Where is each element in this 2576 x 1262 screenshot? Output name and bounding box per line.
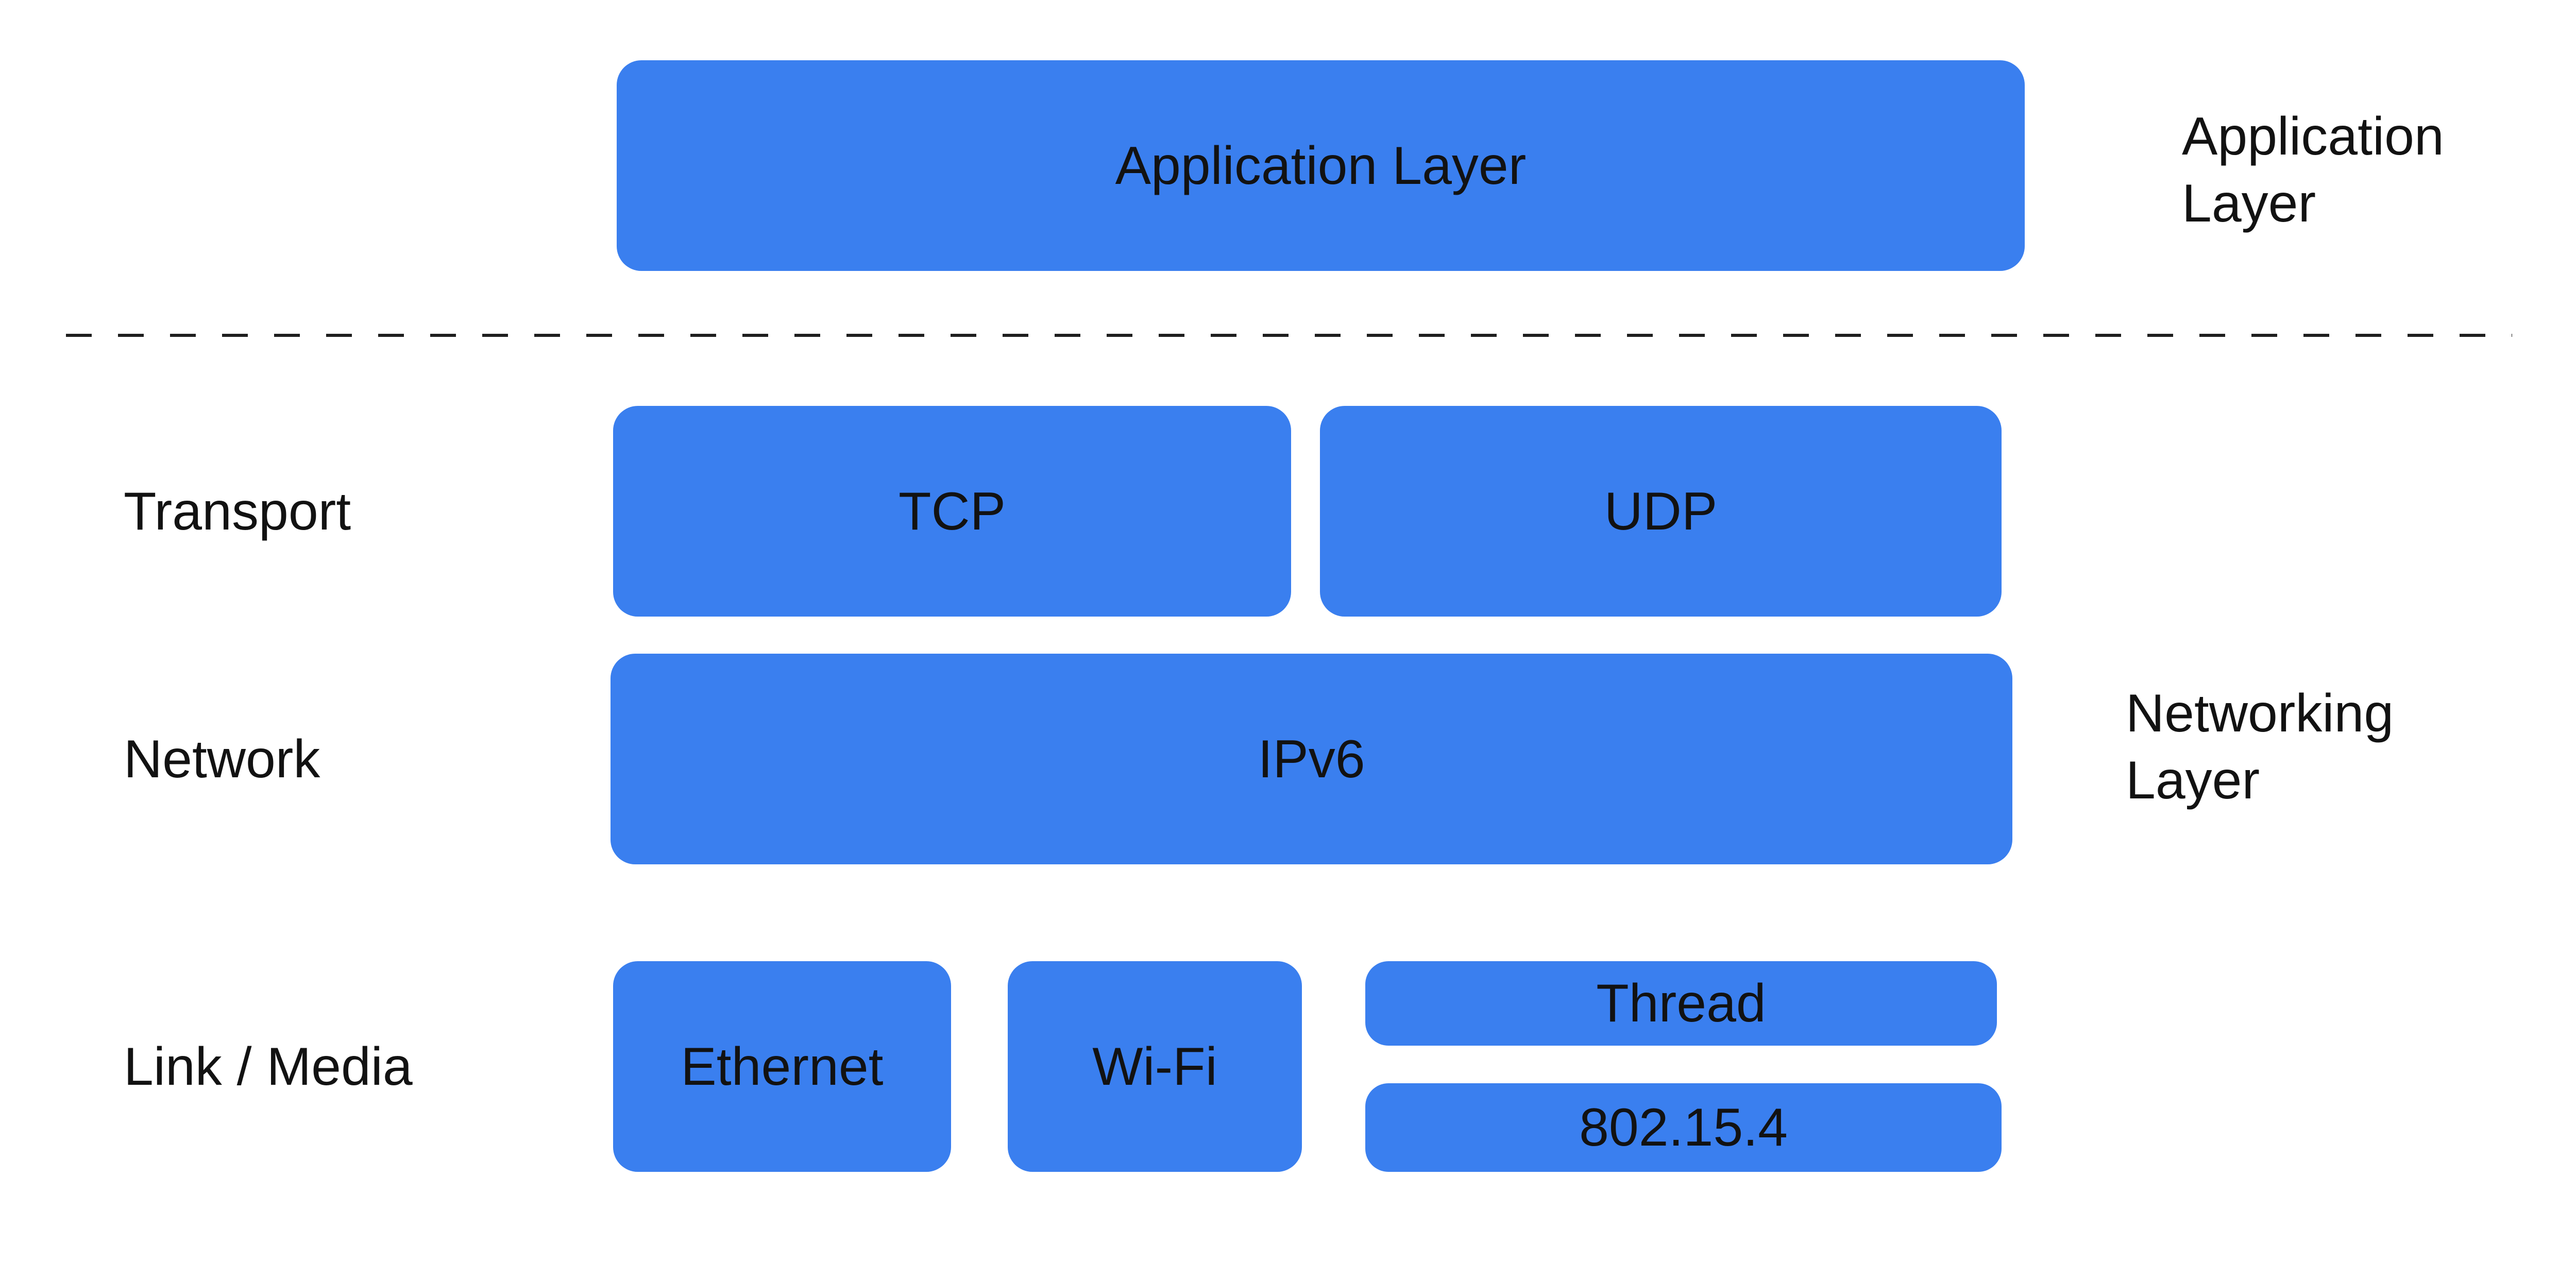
ipv6-box-label: IPv6 [1258,729,1365,789]
ieee-802-15-4-box: 802.15.4 [1365,1083,2002,1172]
row-label-transport: Transport [124,481,351,541]
application-layer-box: Application Layer [617,60,2025,271]
tcp-box-label: TCP [899,481,1006,541]
row-label-link-media: Link / Media [124,1036,413,1097]
row-label-network: Network [124,729,320,789]
ethernet-box-label: Ethernet [681,1036,884,1097]
application-layer-box-label: Application Layer [1115,135,1527,196]
ethernet-box: Ethernet [613,961,951,1172]
tcp-box: TCP [613,406,1291,617]
side-label-application-layer: Application Layer [2182,107,2444,233]
thread-box: Thread [1365,961,1997,1046]
wifi-box: Wi-Fi [1008,961,1302,1172]
ipv6-box: IPv6 [611,654,2012,864]
thread-box-label: Thread [1596,974,1766,1033]
wifi-box-label: Wi-Fi [1092,1036,1217,1097]
ieee-802-15-4-box-label: 802.15.4 [1579,1098,1788,1157]
udp-box-label: UDP [1604,481,1718,541]
dashed-separator-line [66,334,2512,337]
udp-box: UDP [1320,406,2002,617]
side-label-networking-layer: Networking Layer [2126,684,2394,810]
